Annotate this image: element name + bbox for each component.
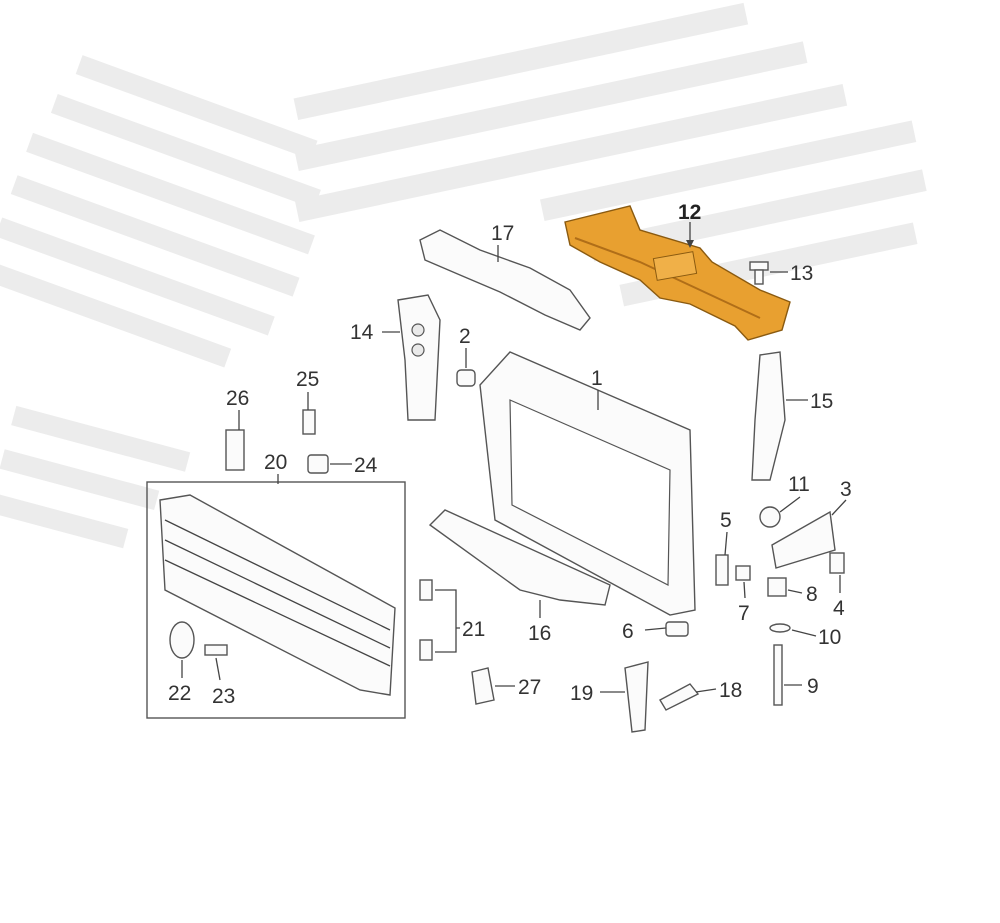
callout-27: 27 — [518, 676, 541, 699]
callout-1: 1 — [591, 367, 603, 390]
part-7[interactable] — [735, 565, 751, 581]
callout-8: 8 — [806, 583, 818, 606]
callout-21: 21 — [462, 618, 485, 641]
callout-15: 15 — [810, 390, 833, 413]
part-5[interactable] — [715, 554, 729, 586]
part-10[interactable] — [769, 623, 791, 633]
part-11[interactable] — [759, 506, 781, 528]
callout-9: 9 — [807, 675, 819, 698]
callout-6: 6 — [622, 620, 634, 643]
part-26[interactable] — [225, 429, 245, 471]
callout-7: 7 — [738, 602, 750, 625]
callout-26: 26 — [226, 387, 249, 410]
callout-25: 25 — [296, 368, 319, 391]
callout-23: 23 — [212, 685, 235, 708]
callout-18: 18 — [719, 679, 742, 702]
callout-20: 20 — [264, 451, 287, 474]
part-24[interactable] — [307, 454, 329, 474]
callout-10: 10 — [818, 626, 841, 649]
callout-16: 16 — [528, 622, 551, 645]
part-12-cross-member[interactable] — [564, 205, 791, 341]
callout-17: 17 — [491, 222, 514, 245]
part-9[interactable] — [773, 644, 783, 706]
callout-5: 5 — [720, 509, 732, 532]
callout-4: 4 — [833, 597, 845, 620]
part-19[interactable] — [624, 661, 649, 733]
callout-3: 3 — [840, 478, 852, 501]
part-22[interactable] — [169, 621, 195, 659]
callout-12: 12 — [678, 201, 701, 224]
part-20-active-shutter[interactable] — [159, 494, 396, 696]
callout-22: 22 — [168, 682, 191, 705]
callout-14: 14 — [350, 321, 374, 344]
part-13[interactable] — [749, 261, 769, 285]
callout-11: 11 — [788, 473, 810, 496]
part-6[interactable] — [665, 621, 689, 637]
callout-24: 24 — [354, 454, 378, 477]
callout-labels: 1 2 3 4 5 6 7 8 9 10 11 12 13 14 15 16 1… — [168, 201, 852, 708]
part-20-box — [146, 481, 406, 719]
part-27[interactable] — [471, 667, 495, 705]
leader-lines — [181, 222, 847, 693]
part-23[interactable] — [204, 644, 228, 656]
part-17[interactable] — [419, 229, 591, 331]
callout-13: 13 — [790, 262, 813, 285]
part-3[interactable] — [771, 510, 836, 569]
part-18[interactable] — [659, 683, 700, 711]
callout-2: 2 — [459, 325, 471, 348]
part-8[interactable] — [767, 577, 787, 597]
part-21a[interactable] — [419, 579, 433, 601]
part-15[interactable] — [751, 351, 786, 481]
callout-19: 19 — [570, 682, 593, 705]
part-2[interactable] — [456, 369, 476, 387]
part-1-radiator-support[interactable] — [479, 351, 696, 616]
part-21b[interactable] — [419, 639, 433, 661]
part-16[interactable] — [428, 509, 611, 606]
part-14[interactable] — [397, 294, 441, 421]
part-25[interactable] — [302, 409, 316, 435]
part-4[interactable] — [829, 552, 845, 574]
